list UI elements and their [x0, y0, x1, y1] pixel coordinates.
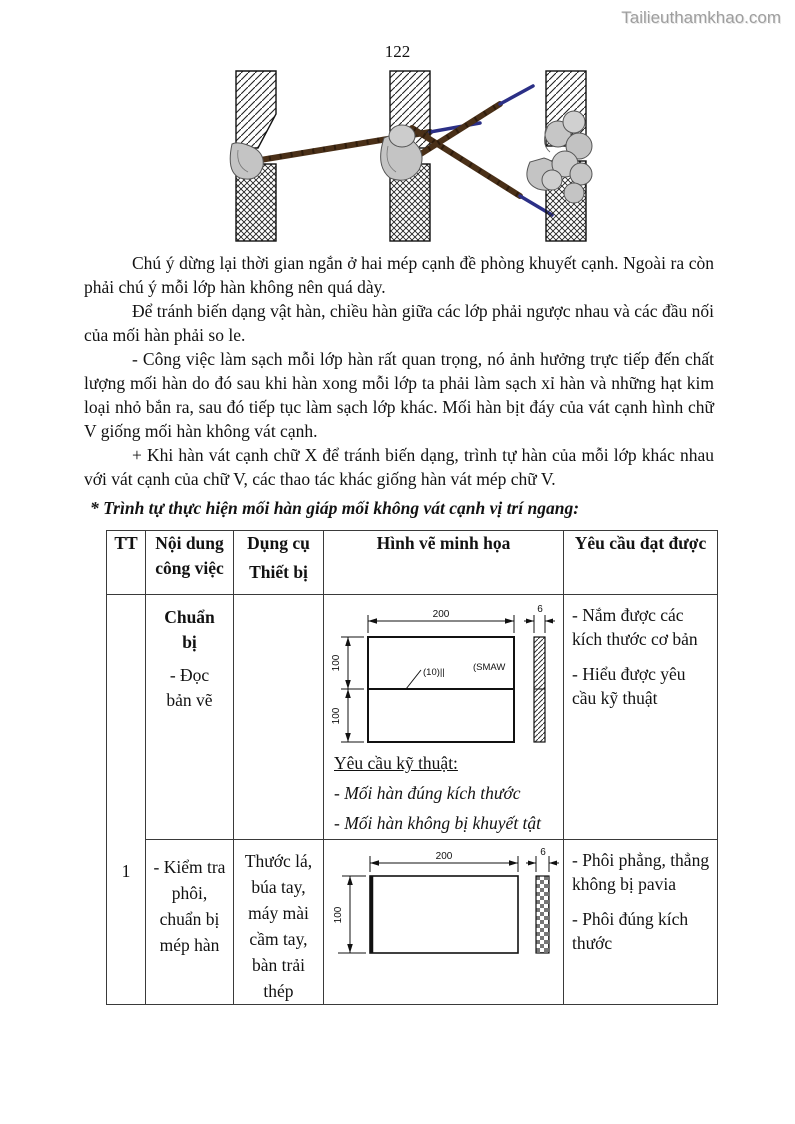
- joint-1: [229, 70, 482, 242]
- body-paragraphs: Chú ý dừng lại thời gian ngắn ở hai mép …: [84, 251, 714, 491]
- cell-row-number: 1: [106, 594, 146, 1005]
- paragraph-1: Chú ý dừng lại thời gian ngắn ở hai mép …: [84, 253, 714, 297]
- paragraph-3: - Công việc làm sạch mỗi lớp hàn rất qua…: [84, 349, 714, 441]
- dim-width-label: 200: [432, 609, 449, 620]
- tech-req-title: Yêu cầu kỹ thuật:: [334, 753, 458, 773]
- step-title: Chuẩn bị: [164, 607, 215, 652]
- header-dung-cu: Dụng cụ Thiết bị: [233, 530, 324, 595]
- process-label: (SMAW: [473, 662, 505, 673]
- dim-width-label: 200: [435, 851, 452, 862]
- dim-lower-label: 100: [331, 707, 342, 724]
- joint-2: [380, 70, 554, 242]
- joint-3: [526, 70, 593, 242]
- weld-pool: [229, 142, 264, 180]
- header-yeu-cau: Yêu cầu đạt được: [563, 530, 718, 595]
- requirement-item: - Hiểu được yêu cầu kỹ thuật: [572, 664, 686, 708]
- dim-thickness-label: 6: [537, 604, 543, 615]
- tech-req-item: - Mối hàn đúng kích thước: [334, 783, 521, 803]
- requirement-item: - Phôi phẳng, thẳng không bị pavia: [572, 850, 710, 894]
- cell-noi-dung-2: - Kiểm tra phôi, chuẩn bị mép hàn: [145, 839, 234, 1005]
- dim-thickness-label: 6: [540, 847, 546, 858]
- header-dung-cu-line2: Thiết bị: [249, 562, 308, 582]
- drawing-workpiece: 200 100 6: [333, 847, 559, 954]
- row-number: 1: [121, 861, 131, 881]
- cell-yeu-cau-2: - Phôi phẳng, thẳng không bị pavia - Phô…: [563, 839, 718, 1005]
- cell-dung-cu-1: [233, 594, 324, 840]
- technical-requirements: Yêu cầu kỹ thuật: - Mối hàn đúng kích th…: [325, 753, 563, 834]
- header-noi-dung-line2: công việc: [155, 558, 224, 578]
- welding-illustration: [229, 70, 593, 242]
- cell-hinh-ve-2: 200 100 6: [323, 839, 564, 1005]
- cell-hinh-ve-1: 200 100 100 (10)|| (SMAW: [323, 594, 564, 840]
- requirement-item: - Nắm được các kích thước cơ bản: [572, 605, 698, 649]
- header-noi-dung-line1: Nội dung: [155, 533, 224, 553]
- cell-yeu-cau-1: - Nắm được các kích thước cơ bản - Hiểu …: [563, 594, 718, 840]
- procedure-table: TT Nội dung công việc Dụng cụ Thiết bị H…: [106, 530, 718, 1005]
- page-number: 122: [384, 42, 411, 61]
- step-item: - Đọc bản vẽ: [166, 665, 213, 710]
- header-dung-cu-line1: Dụng cụ: [247, 533, 310, 553]
- watermark: Tailieuthamkhao.com: [621, 8, 781, 27]
- tech-req-item: - Mối hàn không bị khuyết tật: [334, 813, 542, 833]
- section-heading: * Trình tự thực hiện mối hàn giáp mối kh…: [90, 498, 580, 518]
- header-tt: TT: [106, 530, 146, 595]
- paragraph-2: Để tránh biến dạng vật hàn, chiều hàn gi…: [84, 301, 714, 345]
- cell-dung-cu-2: Thước lá, búa tay, máy mài cầm tay, bàn …: [233, 839, 324, 1005]
- cell-noi-dung-1: Chuẩn bị - Đọc bản vẽ: [145, 594, 234, 840]
- electrode: [409, 125, 523, 199]
- dim-upper-label: 100: [331, 654, 342, 671]
- drawing-weld-joint: 200 100 100 (10)|| (SMAW: [331, 604, 555, 743]
- dim-height-label: 100: [333, 906, 344, 923]
- header-hinh-ve: Hình vẽ minh họa: [323, 530, 564, 595]
- electrode-holder: [498, 84, 535, 106]
- requirement-item: - Phôi đúng kích thước: [572, 909, 689, 953]
- paragraph-4: + Khi hàn vát cạnh chữ X để tránh biến d…: [84, 445, 714, 489]
- weld-symbol-label: (10)||: [423, 667, 445, 678]
- header-noi-dung: Nội dung công việc: [145, 530, 234, 595]
